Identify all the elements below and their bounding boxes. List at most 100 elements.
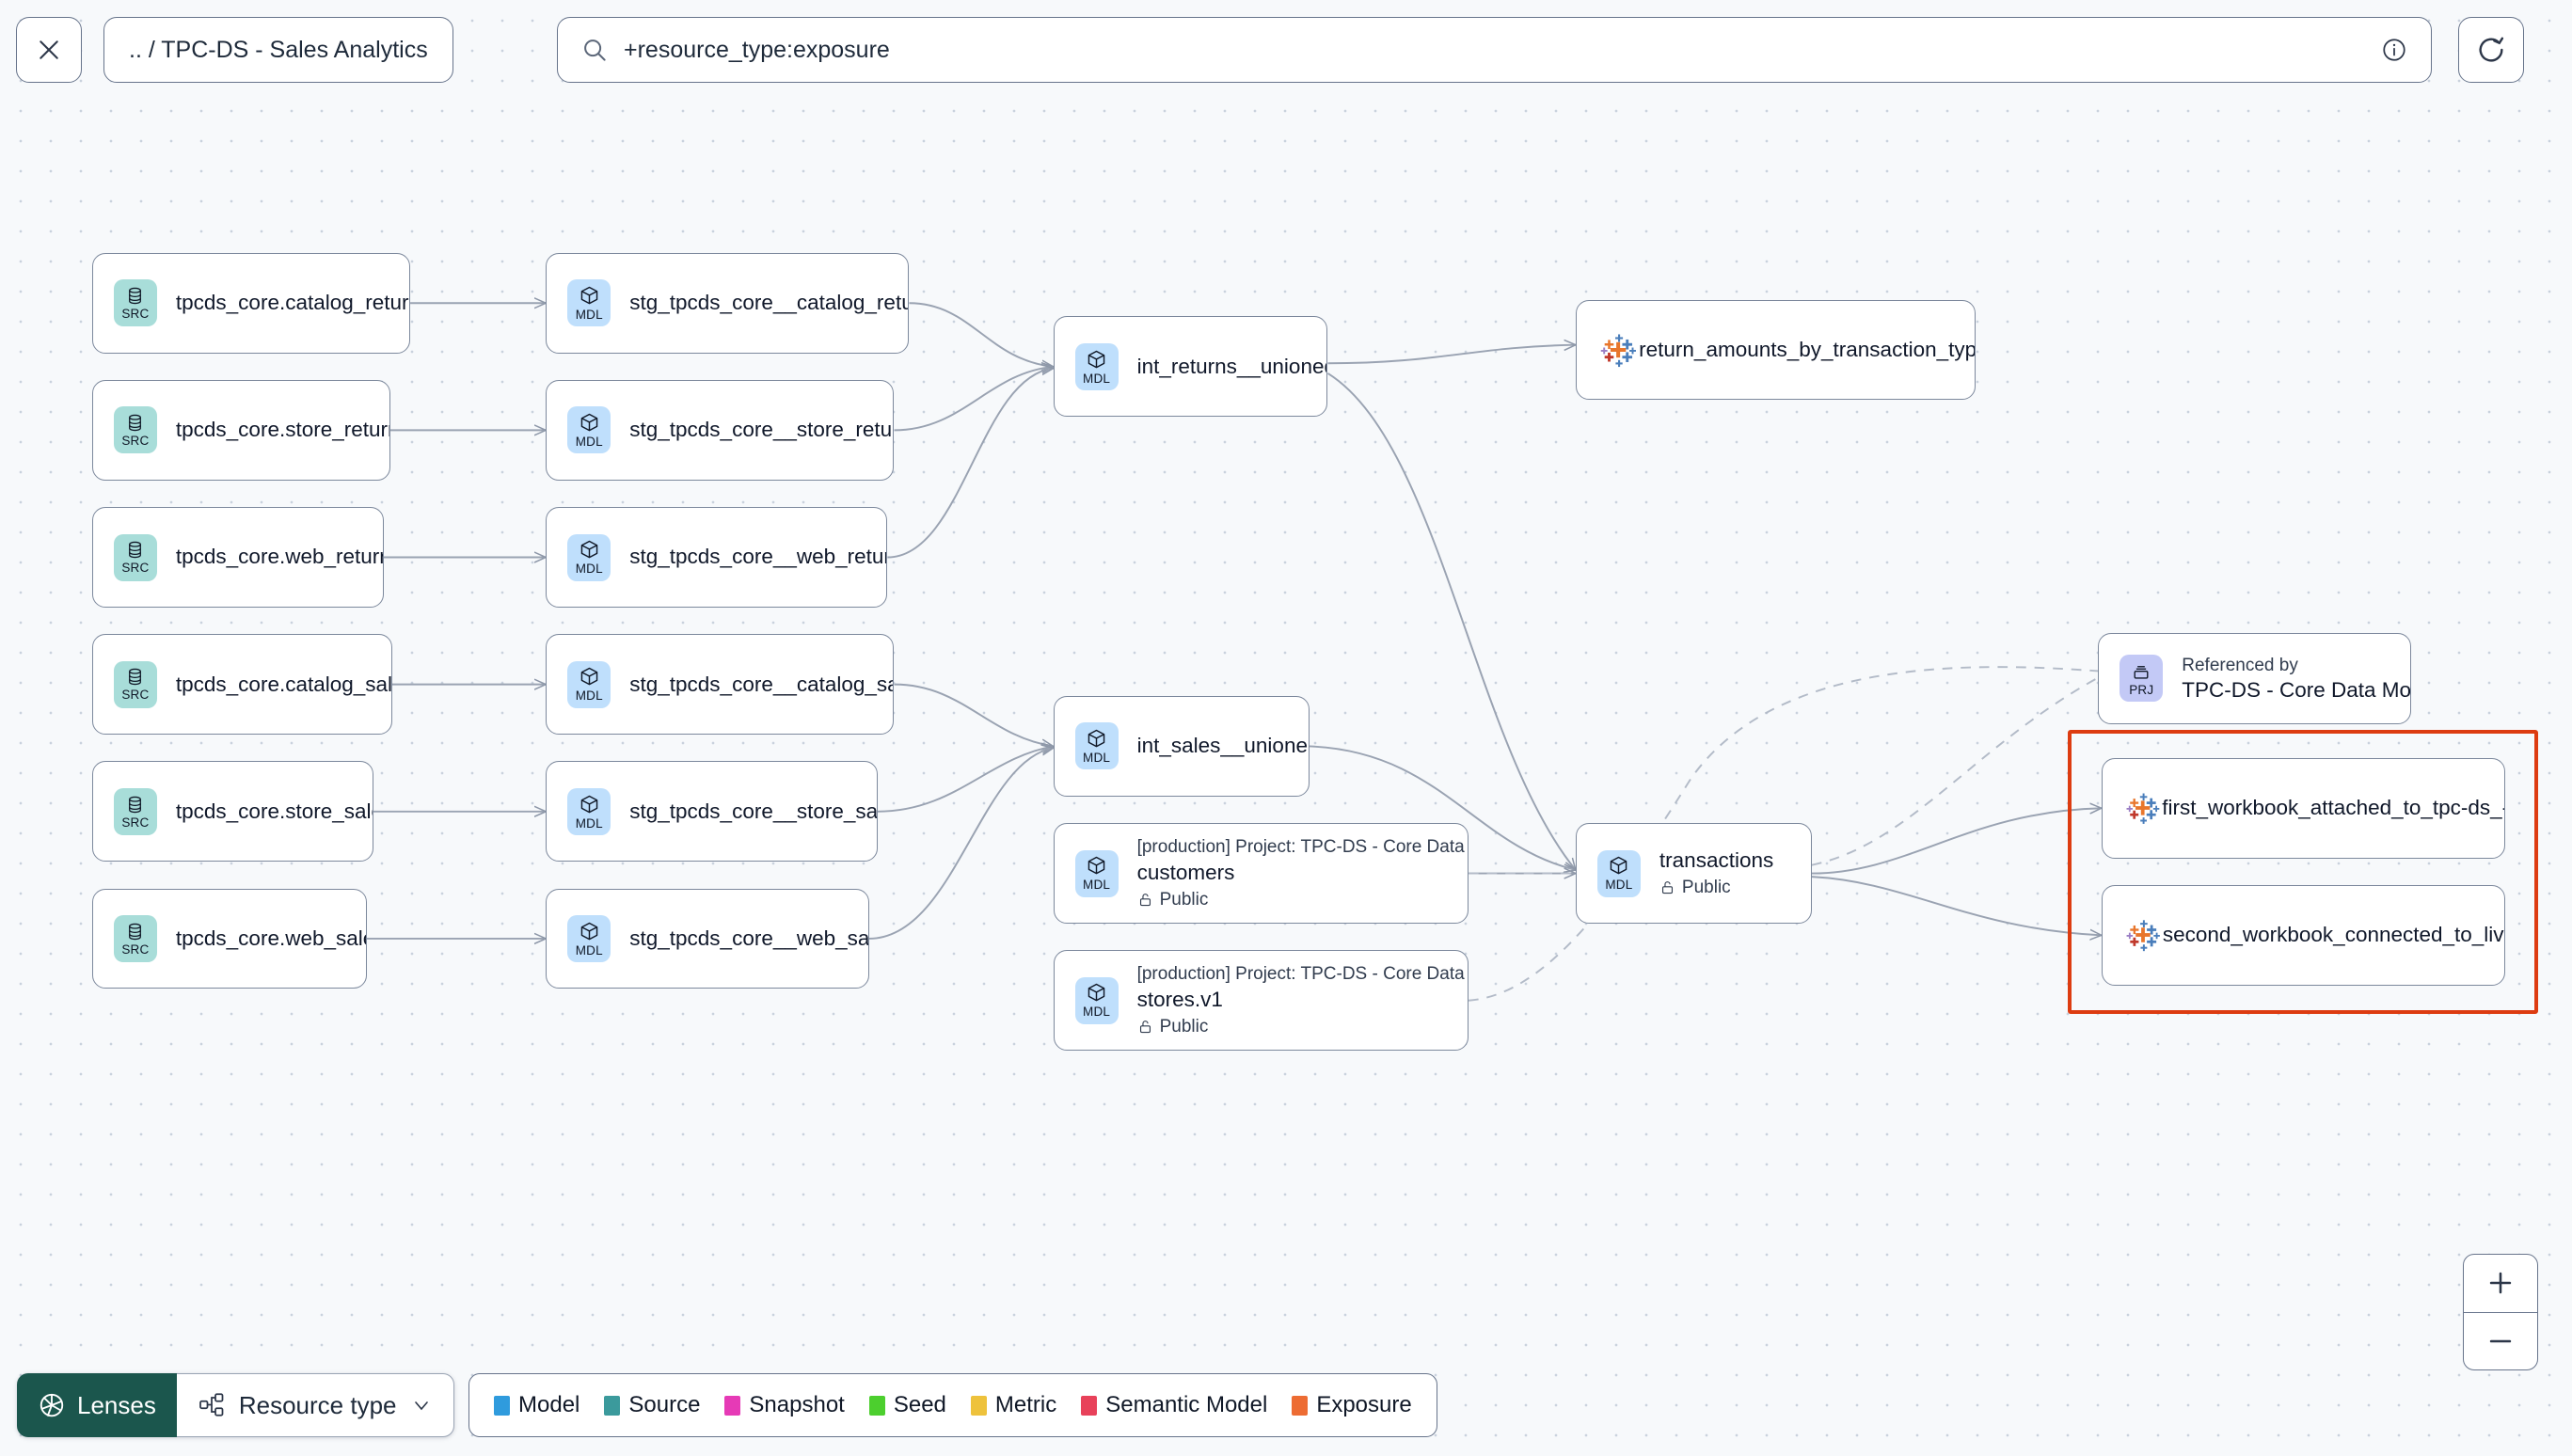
node-text-block: stg_tpcds_core__store_returns	[629, 417, 893, 443]
node-type-badge-label: SRC	[121, 434, 150, 449]
refresh-button[interactable]	[2458, 17, 2524, 83]
resource-type-label: Resource type	[238, 1390, 397, 1419]
info-circle-icon[interactable]	[2380, 36, 2408, 64]
node-title: second_workbook_connected_to_live…	[2162, 923, 2504, 947]
graph-node-customers[interactable]: MDL[production] Project: TPC-DS - Core D…	[1053, 823, 1469, 924]
legend-item-exposure[interactable]: Exposure	[1292, 1392, 1412, 1418]
node-title: TPC-DS - Core Data Models	[2182, 678, 2411, 703]
graph-node-stores_v1[interactable]: MDL [production] Project: TPC-DS - Core D…	[1053, 950, 1469, 1052]
tableau-workbook-icon	[1600, 334, 1636, 368]
node-title: tpcds_core.store_returns	[175, 418, 389, 442]
legend-item-metric[interactable]: Metric	[970, 1392, 1057, 1418]
legend-item-source[interactable]: Source	[604, 1392, 700, 1418]
legend-swatch	[970, 1395, 987, 1416]
node-type-badge-label: SRC	[121, 942, 150, 957]
legend-item-model[interactable]: Model	[494, 1392, 579, 1418]
node-visibility-label: Public	[1681, 877, 1731, 897]
graph-node-stg_catalog_sales[interactable]: MDL stg_tpcds_core__catalog_sales	[546, 634, 895, 735]
graph-node-stg_web_sales[interactable]: MDL stg_tpcds_core__web_sales	[546, 888, 869, 989]
node-type-badge-label: PRJ	[2129, 682, 2154, 697]
unlocked-padlock-icon	[1139, 894, 1151, 907]
node-title: stores.v1	[1136, 987, 1223, 1011]
hierarchy-icon	[198, 1393, 224, 1416]
node-title: stg_tpcds_core__catalog_sales	[629, 672, 894, 696]
node-type-badge-label: MDL	[1083, 751, 1111, 766]
legend-item-semantic-model[interactable]: Semantic Model	[1081, 1392, 1267, 1418]
node-text-block: stg_tpcds_core__web_returns	[629, 544, 886, 570]
graph-node-stg_web_returns[interactable]: MDL stg_tpcds_core__web_returns	[546, 507, 888, 608]
node-type-badge: MDL	[567, 914, 611, 962]
legend-label: Semantic Model	[1105, 1392, 1268, 1417]
node-type-badge-label: SRC	[121, 561, 150, 576]
edge-layer	[366, 109, 2572, 1002]
node-type-badge: MDL	[567, 660, 611, 708]
lenses-button[interactable]: Lenses	[17, 1373, 177, 1437]
node-title: transactions	[1659, 847, 1774, 872]
graph-node-src_store_returns[interactable]: SRC tpcds_core.store_returns	[91, 380, 390, 481]
cube-icon	[580, 668, 598, 686]
legend-label: Seed	[893, 1392, 946, 1417]
legend-swatch	[868, 1395, 885, 1416]
cube-icon	[580, 286, 598, 305]
bottom-toolbar: Lenses Resource type Model Source Snapshot…	[0, 1353, 2572, 1456]
node-text-block: first_workbook_attached_to_tpc-ds_-_…	[2162, 795, 2504, 821]
search-input[interactable]	[624, 36, 2380, 64]
node-title: stg_tpcds_core__web_sales	[629, 926, 868, 950]
chevron-down-icon	[414, 1401, 428, 1411]
node-type-badge: MDL	[567, 533, 611, 581]
node-type-badge: SRC	[113, 533, 157, 581]
node-text-block: stg_tpcds_core__catalog_returns	[629, 290, 908, 316]
breadcrumb[interactable]: .. / TPC-DS - Sales Analytics	[103, 17, 453, 83]
breadcrumb-label: .. / TPC-DS - Sales Analytics	[129, 36, 428, 63]
node-type-badge-label: MDL	[575, 688, 603, 704]
node-title: stg_tpcds_core__store_returns	[629, 418, 894, 442]
legend-label: Metric	[994, 1392, 1057, 1417]
legend-swatch	[494, 1395, 510, 1416]
zoom-out-button[interactable]	[2464, 1313, 2537, 1370]
plus-icon	[2489, 1273, 2512, 1294]
database-icon	[129, 542, 142, 559]
close-button[interactable]	[16, 17, 82, 83]
node-type-badge-label: MDL	[575, 435, 603, 450]
node-type-badge-label: MDL	[575, 815, 603, 831]
node-title: return_amounts_by_transaction_type	[1639, 337, 1976, 361]
legend-item-seed[interactable]: Seed	[868, 1392, 946, 1418]
node-text-block: stg_tpcds_core__web_sales	[629, 926, 868, 952]
legend-label: Snapshot	[749, 1392, 845, 1417]
graph-node-first_workbook[interactable]: first_workbook_attached_to_tpc-ds_-_…	[2101, 757, 2505, 859]
cube-icon	[1088, 729, 1105, 748]
node-title: customers	[1136, 860, 1235, 884]
cube-icon	[580, 795, 598, 813]
node-text-block: int_returns__unioned	[1137, 354, 1327, 380]
node-type-badge-label: MDL	[1083, 1005, 1111, 1020]
graph-node-second_workbook[interactable]: second_workbook_connected_to_live…	[2101, 885, 2505, 986]
node-type-badge: MDL	[1074, 722, 1119, 770]
resource-type-dropdown[interactable]: Resource type	[176, 1373, 454, 1437]
search-bar[interactable]	[557, 17, 2432, 83]
node-type-badge: MDL	[1596, 849, 1641, 897]
database-icon	[129, 414, 142, 432]
graph-node-stg_store_returns[interactable]: MDL stg_tpcds_core__store_returns	[546, 380, 895, 481]
legend-item-snapshot[interactable]: Snapshot	[724, 1392, 845, 1418]
cube-icon	[580, 922, 598, 941]
node-type-badge: SRC	[113, 787, 157, 835]
node-text-block: [production] Project: TPC-DS - Core Data…	[1137, 962, 1468, 1038]
graph-node-return_amounts[interactable]: return_amounts_by_transaction_type	[1575, 299, 1977, 401]
node-type-badge: MDL	[567, 787, 611, 835]
node-type-badge-label: MDL	[1605, 878, 1633, 893]
zoom-in-button[interactable]	[2464, 1255, 2537, 1313]
node-title: tpcds_core.catalog_returns	[175, 291, 410, 315]
